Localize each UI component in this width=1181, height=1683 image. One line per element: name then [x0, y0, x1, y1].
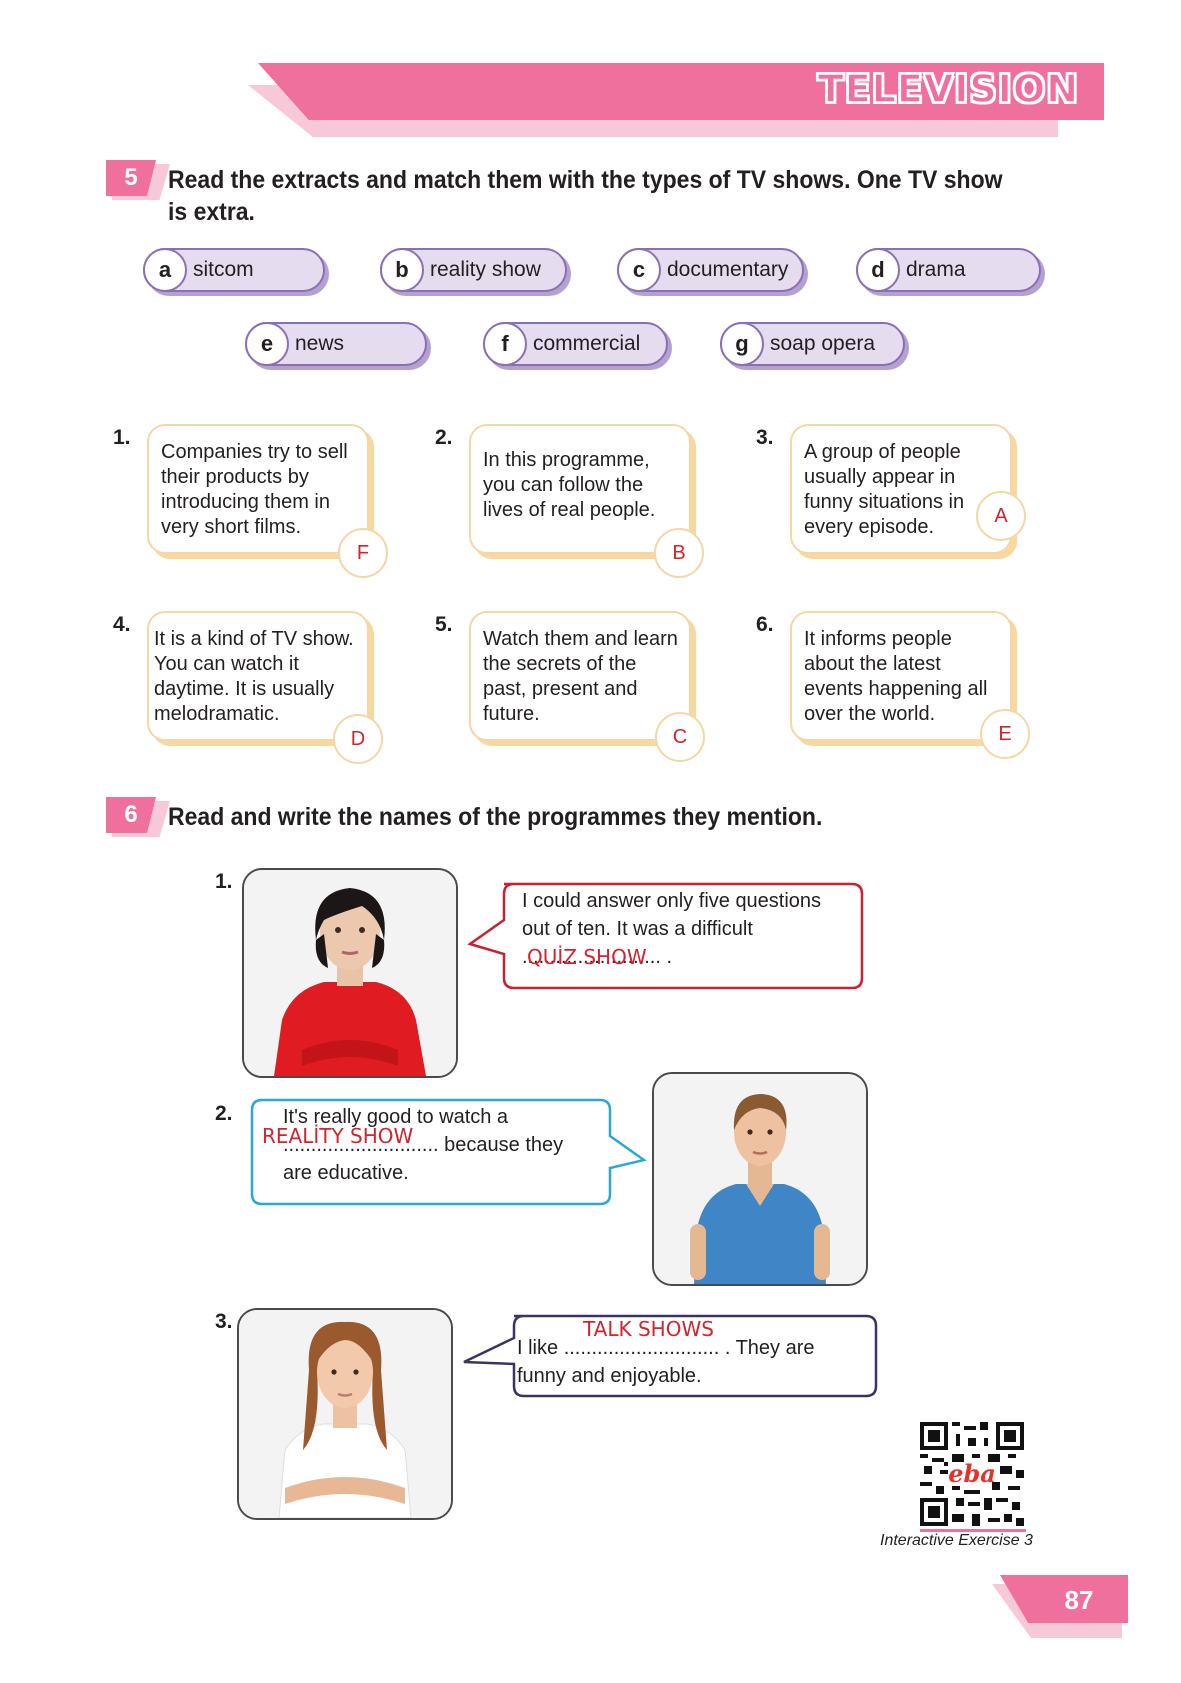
extract-number: 1.: [113, 426, 131, 449]
option-label: soap opera: [770, 332, 876, 355]
option-letter: f: [483, 322, 527, 366]
option-letter: a: [143, 248, 187, 292]
bubble-line: . They are: [719, 1337, 815, 1359]
handwritten-answer-3: TALK SHOWS: [583, 1317, 714, 1341]
option-f: f commercial: [483, 322, 668, 366]
extract-card-6: It informs people about the latest event…: [790, 611, 1012, 741]
extract-answer-3: A: [976, 491, 1026, 541]
answer-blank: ............................: [283, 1134, 439, 1156]
girl-white-top-illustration: [239, 1310, 451, 1518]
option-label: reality show: [430, 258, 541, 281]
option-letter: c: [617, 248, 661, 292]
extract-card-4: It is a kind of TV show. You can watch i…: [147, 611, 369, 741]
option-label: drama: [906, 258, 966, 281]
extract-number: 6.: [756, 613, 774, 636]
option-letter: b: [380, 248, 424, 292]
extract-answer-2: B: [654, 528, 704, 578]
option-label: sitcom: [193, 258, 254, 281]
extract-number: 5.: [435, 613, 453, 636]
exercise-5-number: 5: [106, 160, 156, 196]
bubble-2-text: It's really good to watch a ............…: [262, 1103, 564, 1187]
option-letter: e: [245, 322, 289, 366]
blank-line: ............................ because the…: [262, 1124, 564, 1159]
extract-answer-4: D: [333, 714, 383, 764]
speech-bubble-1: [467, 882, 864, 990]
blank-line: I like ............................ . Th…: [517, 1317, 815, 1362]
bubble-line: out of ten. It was a difficult: [522, 918, 753, 940]
option-b: b reality show: [380, 248, 567, 292]
extract-answer-6: E: [980, 709, 1030, 759]
bubble-line: I could answer only five questions: [522, 890, 822, 912]
option-label: documentary: [667, 258, 789, 281]
photo-boy-blue-shirt: [652, 1072, 868, 1286]
page-number: 87: [1064, 1584, 1094, 1615]
exercise-6-number: 6: [106, 797, 156, 833]
answer-blank: ......................... .: [522, 946, 673, 968]
qr-code-icon[interactable]: eba: [920, 1422, 1024, 1526]
blank-line: ......................... . QUİZ SHOW: [522, 943, 821, 971]
option-e: e news: [245, 322, 427, 366]
instruction-line-1: Read the extracts and match them with th…: [168, 166, 1003, 194]
boy-blue-shirt-illustration: [654, 1074, 866, 1284]
handwritten-answer-2: REALİTY SHOW: [262, 1124, 414, 1148]
option-a: a sitcom: [143, 248, 325, 292]
woman-red-sweater-illustration: [244, 870, 456, 1076]
item-number: 2.: [215, 1102, 233, 1125]
extract-card-5: Watch them and learn the secrets of the …: [469, 611, 691, 741]
extract-card-2: In this programme, you can follow the li…: [469, 424, 691, 554]
option-c: c documentary: [617, 248, 804, 292]
speech-bubble-2: [250, 1098, 647, 1206]
instruction-line-2: is extra.: [168, 198, 255, 226]
bubble-line: are educative.: [283, 1162, 409, 1184]
extract-number: 2.: [435, 426, 453, 449]
eba-logo-icon: eba: [948, 1459, 996, 1488]
photo-woman-red-sweater: [242, 868, 458, 1078]
option-label: news: [295, 332, 345, 355]
bubble-line: I like: [517, 1337, 564, 1359]
answer-blank: ............................: [563, 1337, 720, 1359]
qr-underline: [920, 1529, 1026, 1532]
extract-card-3: A group of people usually appear in funn…: [790, 424, 1012, 554]
option-g: g soap opera: [720, 322, 905, 366]
option-label: commercial: [533, 332, 641, 355]
item-number: 1.: [215, 870, 233, 893]
qr-caption: Interactive Exercise 3: [880, 1532, 1033, 1549]
page-title: TELEVISION: [817, 66, 1079, 112]
photo-girl-white-top: [237, 1308, 453, 1520]
extract-answer-5: C: [655, 712, 705, 762]
bubble-1-text: I could answer only five questions out o…: [522, 887, 821, 971]
exercise-6-instruction: Read and write the names of the programm…: [168, 803, 823, 831]
header-banner: [258, 63, 1104, 120]
extract-number: 3.: [756, 426, 774, 449]
bubble-line: because they: [438, 1134, 564, 1156]
bubble-3-text: I like ............................ . Th…: [517, 1317, 815, 1390]
handwritten-answer-1: QUİZ SHOW: [527, 945, 647, 969]
option-letter: g: [720, 322, 764, 366]
item-number: 3.: [215, 1310, 233, 1333]
extract-card-1: Companies try to sell their products by …: [147, 424, 369, 554]
bubble-line: funny and enjoyable.: [517, 1365, 702, 1387]
speech-bubble-3: [463, 1314, 878, 1398]
extract-number: 4.: [113, 613, 131, 636]
bubble-line: It's really good to watch a: [283, 1106, 509, 1128]
option-letter: d: [856, 248, 900, 292]
exercise-5-instruction: Read the extracts and match them with th…: [168, 164, 1003, 228]
option-d: d drama: [856, 248, 1041, 292]
extract-answer-1: F: [338, 528, 388, 578]
